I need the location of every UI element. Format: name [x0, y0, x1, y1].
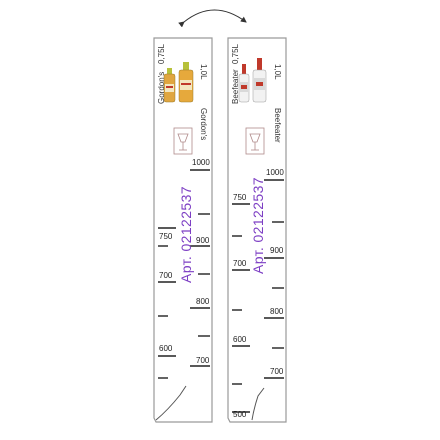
right-glass-stamp-logo	[245, 127, 265, 155]
left-article-number: Арт. 02122537	[178, 186, 194, 283]
curved-double-arrow-icon	[178, 9, 247, 28]
left-glass-stamp-logo	[173, 127, 193, 155]
left-size-small-label: 0,75L	[157, 43, 166, 64]
right-bottle-large-icon	[252, 58, 267, 103]
left-ruler-outline	[153, 37, 213, 423]
left-scale-large-800: 800	[196, 297, 210, 306]
right-size-large-label: 1,0L	[273, 64, 282, 80]
left-scale-small-700: 700	[159, 271, 173, 280]
left-bottle-large-icon	[178, 62, 194, 103]
right-size-small-label: 0,75L	[231, 43, 240, 64]
right-ruler-small-scale-ticks	[232, 203, 250, 413]
right-brand-name-large: Beefeater	[273, 108, 282, 143]
right-ruler-outline	[227, 37, 287, 423]
left-bottle-small-icon	[163, 68, 176, 103]
right-scale-large-900: 900	[270, 246, 284, 255]
right-scale-small-600: 600	[233, 335, 247, 344]
right-ruler-large-scale-ticks	[264, 179, 284, 379]
left-scale-large-700: 700	[196, 356, 210, 365]
left-size-large-label: 1,0L	[199, 64, 208, 80]
right-article-number: Арт. 02122537	[250, 177, 266, 274]
left-ruler-large-scale-ticks	[190, 169, 210, 367]
left-scale-small-600: 600	[159, 344, 173, 353]
left-ruler-small-scale-ticks	[158, 227, 176, 379]
right-scale-large-1000: 1000	[266, 168, 284, 177]
right-bottle-small-icon	[238, 64, 250, 103]
right-scale-large-700: 700	[270, 367, 284, 376]
left-scale-large-1000: 1000	[192, 158, 210, 167]
right-scale-small-700: 700	[233, 259, 247, 268]
right-scale-small-500: 500	[233, 410, 247, 419]
left-ruler-bevel	[155, 385, 187, 421]
right-scale-large-800: 800	[270, 307, 284, 316]
left-brand-name-large: Gordon's	[199, 108, 208, 141]
left-scale-large-900: 900	[196, 236, 210, 245]
left-brand-name-small: Gordon's	[157, 71, 166, 104]
left-scale-small-750: 750	[159, 232, 173, 241]
right-ruler-bevel	[251, 387, 265, 421]
right-brand-name-small: Beefeater	[231, 69, 240, 104]
right-scale-small-750: 750	[233, 193, 247, 202]
